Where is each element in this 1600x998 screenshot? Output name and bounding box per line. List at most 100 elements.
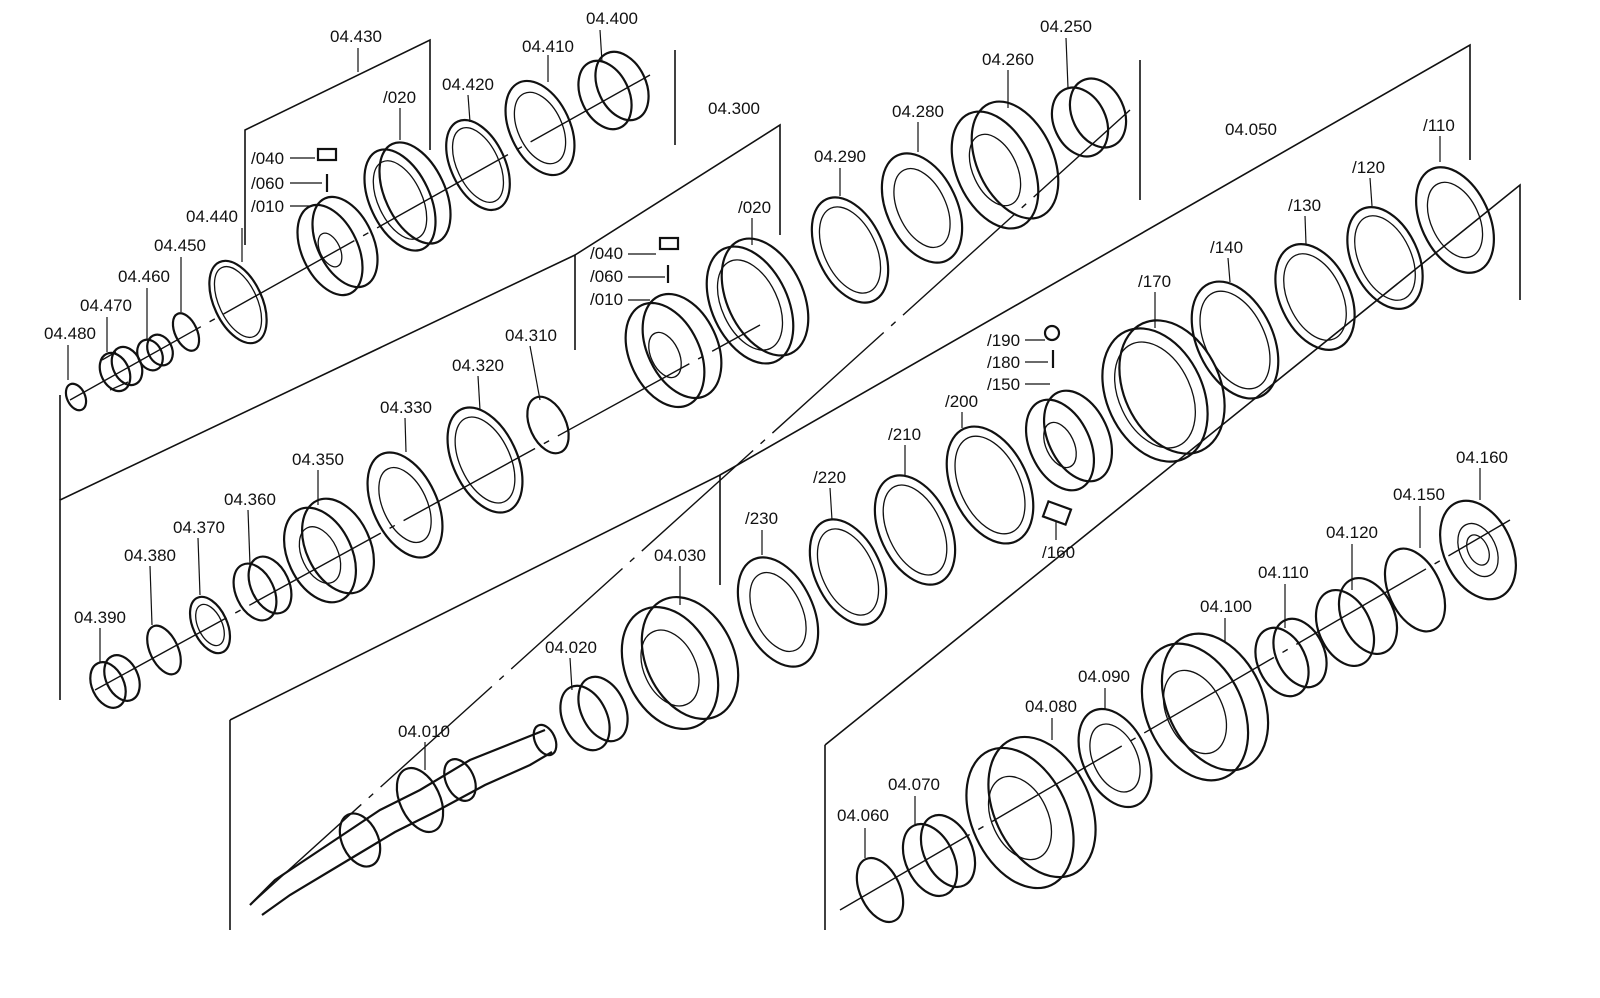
part-04-260-gear — [950, 100, 1060, 230]
label-04-250: 04.250 — [1040, 17, 1092, 36]
label-04-030: 04.030 — [654, 546, 706, 565]
part-04-090-clutch-gear — [1077, 707, 1153, 809]
part-04-430-synchro-hub — [296, 195, 379, 297]
part-04-300-synchro-hub — [624, 292, 723, 409]
label-04-020: 04.020 — [545, 638, 597, 657]
part-04-460-bushing — [136, 333, 174, 372]
part-04-450-ring — [171, 312, 201, 352]
label-04-320: 04.320 — [452, 356, 504, 375]
label-04-050-140: /140 — [1210, 238, 1243, 257]
label-04-050-160: /160 — [1042, 543, 1075, 562]
part-04-430-020-sleeve — [363, 141, 452, 252]
label-04-280: 04.280 — [892, 102, 944, 121]
part-04-350-gear — [283, 497, 375, 604]
part-04-030-gear — [620, 595, 740, 731]
label-04-050-120: /120 — [1352, 158, 1385, 177]
part-04-290-synchro-ring — [810, 196, 890, 304]
label-04-310: 04.310 — [505, 326, 557, 345]
part-04-120-bushing — [1314, 577, 1399, 667]
part-04-050-210-synchro-ring — [873, 474, 957, 586]
label-04-350: 04.350 — [292, 450, 344, 469]
part-04-050-120-synchro-ring — [1346, 206, 1424, 310]
label-04-330: 04.330 — [380, 398, 432, 417]
label-04-300-020: /020 — [738, 198, 771, 217]
label-04-050-150: /150 — [987, 375, 1020, 394]
label-04-440: 04.440 — [186, 207, 238, 226]
label-04-400: 04.400 — [586, 9, 638, 28]
label-04-120: 04.120 — [1326, 523, 1378, 542]
label-04-150: 04.150 — [1393, 485, 1445, 504]
label-04-260: 04.260 — [982, 50, 1034, 69]
part-04-110-needle-bearing — [1254, 617, 1328, 698]
part-04-440-synchro-ring — [208, 259, 268, 345]
part-04-080-gear — [965, 735, 1097, 890]
part-04-470-needle-bearing — [98, 345, 144, 393]
label-04-380: 04.380 — [124, 546, 176, 565]
part-04-390-needle-bearing — [89, 654, 141, 709]
label-04-050-180: /180 — [987, 353, 1020, 372]
part-04-250-needle-bearing — [1050, 77, 1128, 158]
label-04-300-040: /040 — [590, 244, 623, 263]
part-04-070-needle-bearing — [901, 813, 977, 898]
part-labels: 04.400 04.410 04.420 04.430 /020 /040 /0… — [44, 9, 1508, 825]
label-04-050-170: /170 — [1138, 272, 1171, 291]
label-04-430-060: /060 — [251, 174, 284, 193]
assembly-axes — [69, 74, 1511, 911]
label-04-050-200: /200 — [945, 392, 978, 411]
label-04-450: 04.450 — [154, 236, 206, 255]
part-04-310-circlip — [526, 395, 570, 455]
part-04-160-ball-bearing — [1439, 499, 1517, 601]
label-04-460: 04.460 — [118, 267, 170, 286]
part-04-370-washer — [188, 595, 232, 655]
part-04-050-230-clutch-gear — [736, 556, 820, 668]
part-04-420-synchro-ring — [445, 118, 511, 212]
label-04-010: 04.010 — [398, 722, 450, 741]
label-04-410: 04.410 — [522, 37, 574, 56]
label-04-160: 04.160 — [1456, 448, 1508, 467]
label-04-060: 04.060 — [837, 806, 889, 825]
part-04-050-170-sleeve — [1101, 319, 1226, 463]
label-04-050-130: /130 — [1288, 196, 1321, 215]
label-04-430-020: /020 — [383, 88, 416, 107]
part-04-300-020-sleeve — [705, 237, 810, 365]
label-04-050-210: /210 — [888, 425, 921, 444]
part-04-300-040-block — [658, 236, 680, 251]
label-04-430: 04.430 — [330, 27, 382, 46]
part-04-280-clutch-gear — [880, 152, 964, 264]
part-04-480-circlip — [64, 382, 88, 412]
part-04-410-clutch-gear — [504, 79, 576, 177]
part-04-050-140-synchro-ring — [1190, 280, 1280, 400]
part-04-050-220-synchro-ring — [808, 518, 888, 626]
part-04-050-200-synchro-ring — [945, 425, 1035, 545]
label-04-050-190: /190 — [987, 331, 1020, 350]
part-04-050-110-clutch-gear — [1415, 166, 1495, 274]
label-04-360: 04.360 — [224, 490, 276, 509]
label-04-420: 04.420 — [442, 75, 494, 94]
part-04-430-040-block — [316, 147, 338, 162]
label-04-050: 04.050 — [1225, 120, 1277, 139]
part-04-060-circlip — [855, 856, 905, 924]
part-04-010-main-shaft — [249, 723, 558, 916]
part-04-320-synchro-ring — [446, 406, 524, 514]
part-04-050-130-synchro-ring — [1274, 243, 1356, 351]
part-04-360-needle-bearing — [232, 555, 293, 622]
leader-lines — [67, 29, 1481, 858]
label-04-110: 04.110 — [1258, 563, 1309, 582]
part-04-050-160-pad — [1041, 499, 1073, 527]
label-04-390: 04.390 — [74, 608, 126, 627]
part-04-050-150-synchro-hub — [1024, 389, 1114, 492]
part-04-380-ring — [146, 624, 182, 676]
label-04-430-040: /040 — [251, 149, 284, 168]
label-04-050-220: /220 — [813, 468, 846, 487]
label-04-430-010: /010 — [251, 197, 284, 216]
group-brackets — [59, 38, 1521, 930]
part-04-400-needle-bearing — [577, 50, 650, 131]
label-04-300-010: /010 — [590, 290, 623, 309]
label-04-100: 04.100 — [1200, 597, 1252, 616]
part-04-050-190-plunger — [1043, 324, 1061, 342]
part-04-150-circlip — [1383, 547, 1447, 633]
label-04-290: 04.290 — [814, 147, 866, 166]
label-04-470: 04.470 — [80, 296, 132, 315]
label-04-300-060: /060 — [590, 267, 623, 286]
